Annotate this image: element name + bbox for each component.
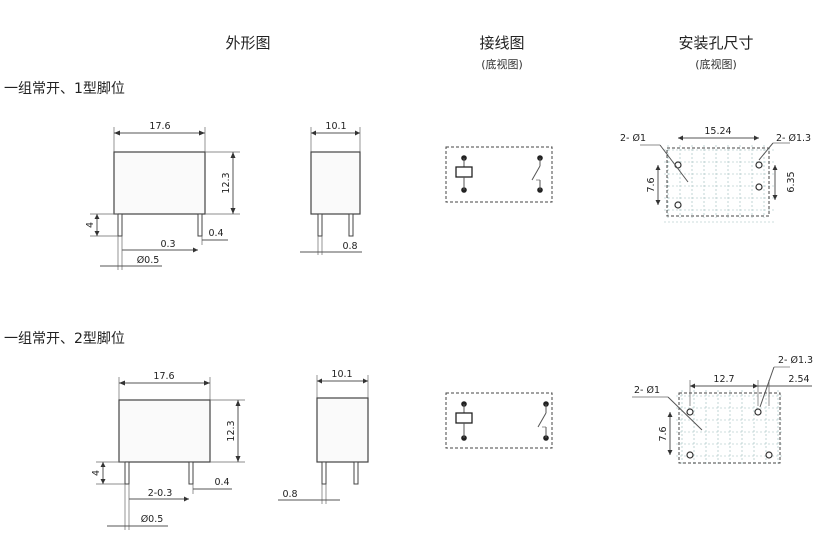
row2-front-pinw: 0.4 [214,477,229,488]
row2-mount-span: 12.7 [713,374,734,385]
row2-front-pinoff: 2-0.3 [148,488,173,499]
row2-side-view: 10.1 0.8 [278,369,369,504]
row1-front-width: 17.6 [149,121,170,132]
row2-side-width: 10.1 [331,369,352,380]
row1-front-pinoff: 0.3 [160,239,175,250]
header-wiring-sub: (底视图) [481,57,523,71]
row1-front-height: 12.3 [221,172,232,193]
row1-front-pinlen: 4 [85,222,96,228]
row2-side-pin: 0.8 [282,489,297,500]
row1-title: 一组常开、1型脚位 [4,81,125,97]
row1-side-view: 10.1 0.8 [300,121,362,255]
row2-wiring [445,392,553,449]
row2-front-height: 12.3 [226,420,237,441]
row2-front-pinlen: 4 [91,470,102,476]
header-mounting: 安装孔尺寸 [678,34,753,52]
header-wiring: 接线图 [479,34,524,52]
row1-mount-hole-large: 2- Ø1.3 [776,133,811,144]
row2-mount-hole-small: 2- Ø1 [634,385,660,396]
row1-wiring [445,146,553,203]
row1-mounting: 15.24 2- Ø1 2- Ø1.3 7.6 6.35 [620,126,811,223]
row1-side-pin: 0.8 [342,241,357,252]
row1-side-width: 10.1 [325,121,346,132]
row2-front-pindia: Ø0.5 [141,514,164,525]
row2-mount-pitch: 2.54 [788,374,809,385]
row1-mount-gap: 6.35 [786,171,797,192]
row2-front-view: 17.6 12.3 4 2-0.3 0.4 Ø0.5 [91,371,245,530]
row1-mount-height: 7.6 [646,177,657,192]
row2-mount-height: 7.6 [658,426,669,441]
row2-front-width: 17.6 [153,371,174,382]
row1-mount-hole-small: 2- Ø1 [620,133,646,144]
row1-front-view: 17.6 12.3 4 0.3 0.4 Ø0.5 [85,121,240,270]
row2-mount-hole-large: 2- Ø1.3 [778,355,813,366]
row2-title: 一组常开、2型脚位 [4,331,125,347]
row1-front-pinw: 0.4 [208,228,223,239]
row1-front-pindia: Ø0.5 [137,255,160,266]
row1-mount-span: 15.24 [704,126,731,137]
header-mounting-sub: (底视图) [695,57,737,71]
header-outline: 外形图 [225,34,270,52]
row2-mounting: 12.7 2.54 2- Ø1 2- Ø1.3 7.6 [632,355,813,464]
